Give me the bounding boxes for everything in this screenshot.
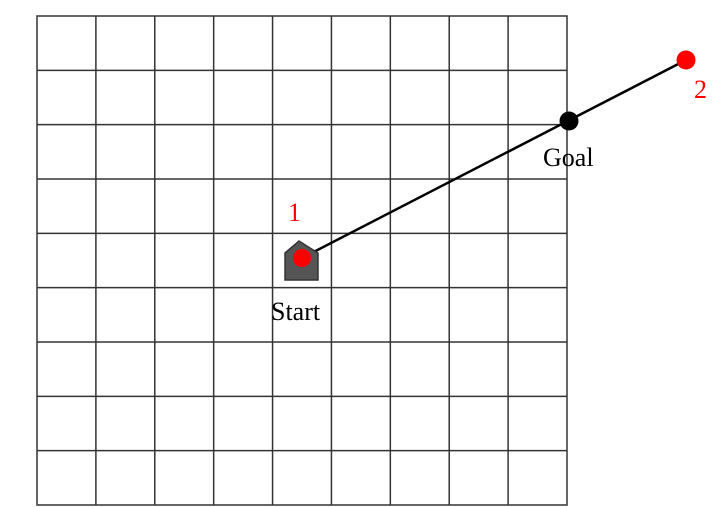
grid [36,15,568,506]
start-marker [284,240,319,281]
goal-label: Goal [543,143,594,172]
point-1-dot [293,249,311,267]
goal-dot [559,111,579,131]
grid-border [36,15,568,506]
point-2-dot [676,50,696,70]
point-1-label: 1 [288,198,301,227]
start-label: Start [271,297,321,326]
point-2-label: 2 [694,75,707,104]
path-line [301,58,687,260]
